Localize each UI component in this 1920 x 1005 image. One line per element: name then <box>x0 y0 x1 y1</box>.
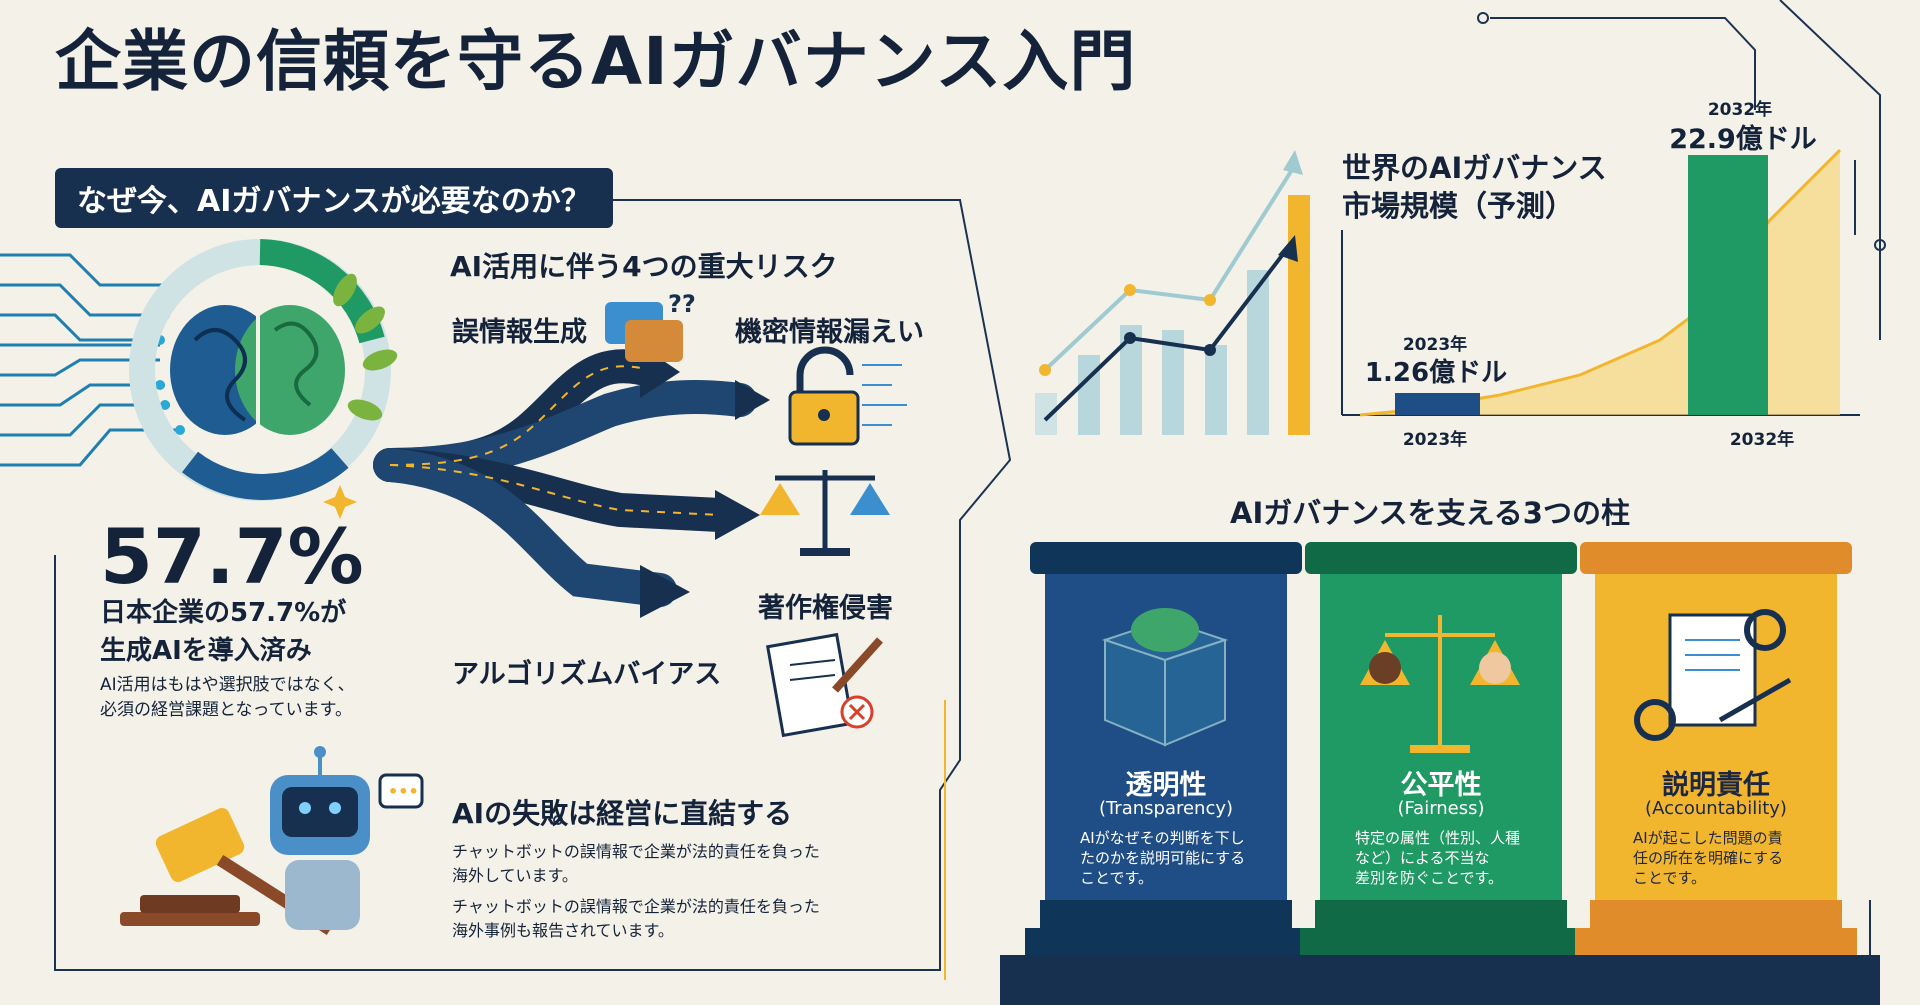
why-heading: なぜ今、AIガバナンスが必要なのか？ <box>55 168 613 228</box>
market-chart <box>1341 148 1860 417</box>
stat-line1: 日本企業の57.7%が <box>100 598 347 628</box>
pillar-accountability <box>1575 542 1857 958</box>
pillar-accountability-name: 説明責任 <box>1662 770 1770 801</box>
pillars-base <box>1000 955 1880 1005</box>
pillar-transparency <box>1025 542 1307 958</box>
risk-misinformation: 誤情報生成 <box>452 317 587 348</box>
data-label-2023-value: 1.26億ドル <box>1364 358 1508 388</box>
data-label-2032-year: 2032年 <box>1707 100 1773 120</box>
failure-title: AIの失敗は経営に直結する <box>452 797 793 830</box>
risk-bias: アルゴリズムバイアス <box>452 659 722 690</box>
pillars-title: AIガバナンスを支える3つの柱 <box>1230 496 1630 530</box>
chat-bubbles-icon: ?? <box>605 290 696 362</box>
balance-scale-icon <box>760 470 890 556</box>
data-label-2032-value: 22.9億ドル <box>1669 124 1817 155</box>
pillar-fairness-name: 公平性 <box>1400 770 1482 801</box>
stat-value: 57.7% <box>100 512 364 601</box>
stat-desc1: AI活用はもはや選択肢ではなく、 <box>100 675 355 695</box>
trend-chart-graphic <box>1035 150 1310 435</box>
document-pen-icon <box>765 632 883 738</box>
data-label-2023-year: 2023年 <box>1402 335 1468 355</box>
pillar-accountability-desc: AIが起こした問題の責任の所在を明確にすることです。 <box>1633 829 1784 887</box>
bar-2023 <box>1395 393 1480 415</box>
market-title: 世界のAIガバナンス <box>1342 151 1607 185</box>
failure-text: チャットボットの誤情報で企業が法的責任を負った <box>452 842 820 861</box>
svg-text:??: ?? <box>668 290 696 318</box>
pillar-fairness <box>1300 542 1582 958</box>
pillar-fairness-desc: 特定の属性（性別、人種など）による不当な差別を防ぐことです。 <box>1355 829 1521 887</box>
bar-2032 <box>1688 155 1768 415</box>
page-title: 企業の信頼を守るAIガバナンス入門 <box>55 23 1137 100</box>
pillar-transparency-desc: AIがなぜその判断を下したのかを説明可能にすることです。 <box>1080 829 1246 887</box>
failure-text: チャットボットの誤情報で企業が法的責任を負った <box>452 897 820 916</box>
pillar-accountability-en: (Accountability) <box>1645 798 1787 819</box>
pillar-transparency-name: 透明性 <box>1125 770 1207 801</box>
market-title: 市場規模（予測） <box>1342 189 1575 223</box>
x-tick-2023: 2023年 <box>1402 430 1468 450</box>
pillar-transparency-en: (Transparency) <box>1098 798 1234 819</box>
stat-line2: 生成AIを導入済み <box>100 636 312 666</box>
svg-text:•••: ••• <box>388 782 419 801</box>
x-tick-2032: 2032年 <box>1729 430 1795 450</box>
risk-data-leak: 機密情報漏えい <box>735 317 924 348</box>
brain-icon <box>170 305 345 435</box>
padlock-icon <box>788 346 907 446</box>
risk-copyright: 著作権侵害 <box>758 593 893 624</box>
stat-desc2: 必須の経営課題となっています。 <box>100 700 352 720</box>
risks-title: AI活用に伴う4つの重大リスク <box>450 250 838 283</box>
failure-text: 海外事例も報告されています。 <box>452 921 674 940</box>
robot-icon: ••• <box>270 746 424 930</box>
failure-text: 海外しています。 <box>452 866 578 885</box>
pillar-fairness-en: (Fairness) <box>1397 798 1485 819</box>
